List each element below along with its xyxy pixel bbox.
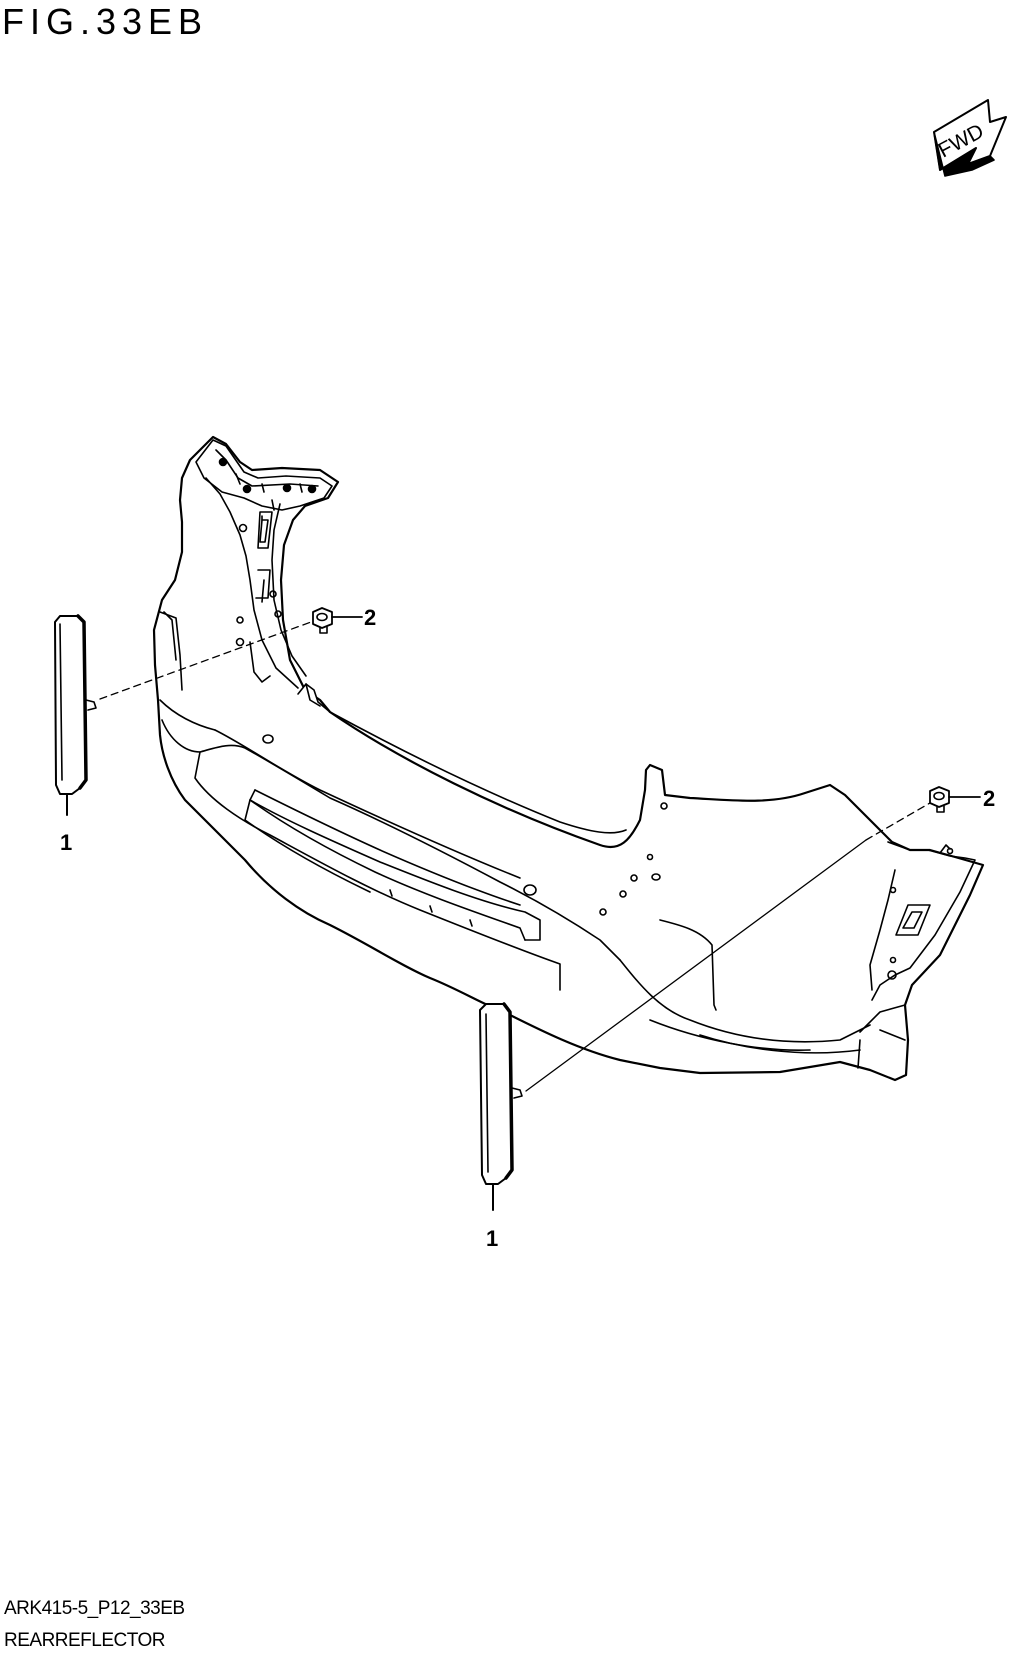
callout-2-right: 2 [983,786,995,811]
rear-bumper-cover [152,435,985,1082]
clip-nut-right [929,786,981,813]
figure-title: FIG.33EB [2,1,209,42]
callout-2-left: 2 [364,605,376,630]
callout-1-right: 1 [486,1226,498,1251]
rear-reflector-right [479,1002,523,1211]
callout-1-left: 1 [60,830,72,855]
clip-nut-left [312,607,363,634]
diagram-code: ARK415-5_P12_33EB [4,1598,185,1619]
assembly-lines [99,621,931,1092]
fwd-arrow-icon: FWD [933,99,1007,177]
diagram-caption: REARREFLECTOR [4,1630,166,1651]
rear-reflector-left [54,614,97,816]
